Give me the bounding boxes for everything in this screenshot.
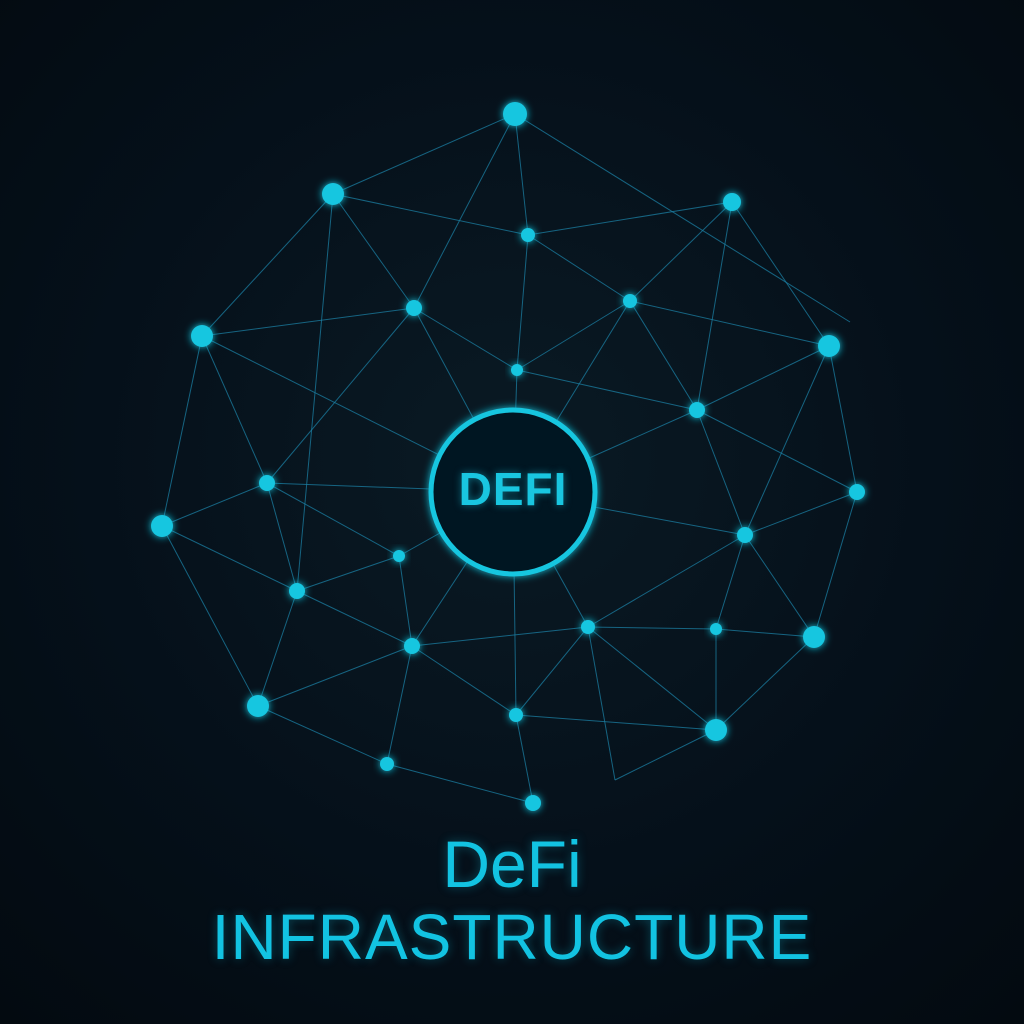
edge xyxy=(731,201,830,347)
edge xyxy=(516,369,698,411)
network-node xyxy=(406,300,422,316)
edge xyxy=(161,525,298,592)
edge xyxy=(398,555,413,647)
network-node xyxy=(723,193,741,211)
edge xyxy=(527,234,631,302)
edges xyxy=(161,113,858,804)
network-node xyxy=(151,515,173,537)
edge xyxy=(257,590,298,707)
edge xyxy=(696,201,733,411)
network-node xyxy=(259,475,275,491)
network-node xyxy=(509,708,523,722)
edge xyxy=(629,300,698,411)
edge xyxy=(587,626,717,630)
edge xyxy=(696,409,858,493)
network-node xyxy=(737,527,753,543)
nodes xyxy=(151,102,865,811)
network-node xyxy=(581,620,595,634)
edge xyxy=(332,193,415,309)
network-node xyxy=(705,719,727,741)
title-line-1: DeFi xyxy=(442,827,582,901)
edge xyxy=(715,534,746,630)
network-node xyxy=(525,795,541,811)
network-node xyxy=(503,102,527,126)
edge xyxy=(266,482,298,592)
network-node xyxy=(404,638,420,654)
edge xyxy=(696,409,746,536)
edge xyxy=(828,345,858,493)
edge xyxy=(201,307,415,337)
edge xyxy=(587,534,746,628)
network-node xyxy=(393,550,405,562)
edge xyxy=(696,345,830,411)
edge xyxy=(413,307,518,371)
edge xyxy=(161,335,203,527)
edge xyxy=(715,636,815,731)
edge xyxy=(744,345,830,536)
edge xyxy=(527,201,733,236)
edge xyxy=(515,626,589,716)
edge xyxy=(515,714,717,731)
edge xyxy=(413,113,516,309)
edge xyxy=(386,763,534,804)
center-hub-ring xyxy=(428,407,598,577)
edge xyxy=(715,628,815,638)
edge xyxy=(161,482,268,527)
edge xyxy=(744,491,858,536)
network-node xyxy=(380,757,394,771)
edge xyxy=(587,626,616,781)
edge xyxy=(411,626,589,647)
network-node xyxy=(289,583,305,599)
network-node xyxy=(191,325,213,347)
network-node xyxy=(710,623,722,635)
network-node xyxy=(849,484,865,500)
edge xyxy=(514,113,529,236)
edge xyxy=(201,193,334,337)
edge xyxy=(614,729,717,781)
network-node xyxy=(818,335,840,357)
edge xyxy=(516,300,631,371)
network-node xyxy=(247,695,269,717)
edge xyxy=(161,525,259,707)
edge xyxy=(813,491,858,638)
network-node xyxy=(521,228,535,242)
edge xyxy=(266,307,415,484)
edge xyxy=(201,335,268,484)
network-node xyxy=(511,364,523,376)
edge xyxy=(516,234,529,371)
edge xyxy=(266,482,400,557)
edge xyxy=(514,113,851,323)
network-node xyxy=(689,402,705,418)
edge xyxy=(629,300,830,347)
edge xyxy=(332,113,516,195)
edge xyxy=(296,555,400,592)
network-node xyxy=(322,183,344,205)
edge xyxy=(296,590,413,647)
center-hub-label: DEFI xyxy=(458,463,568,515)
edge xyxy=(257,645,413,707)
edge xyxy=(257,705,388,765)
edge xyxy=(629,201,733,302)
network-node xyxy=(623,294,637,308)
edge xyxy=(411,645,517,716)
edge xyxy=(332,193,529,236)
edge xyxy=(744,534,815,638)
edge xyxy=(515,714,534,804)
edge xyxy=(386,645,413,765)
edge xyxy=(587,626,717,731)
title-line-2: INFRASTRUCTURE xyxy=(211,901,813,973)
network-node xyxy=(803,626,825,648)
